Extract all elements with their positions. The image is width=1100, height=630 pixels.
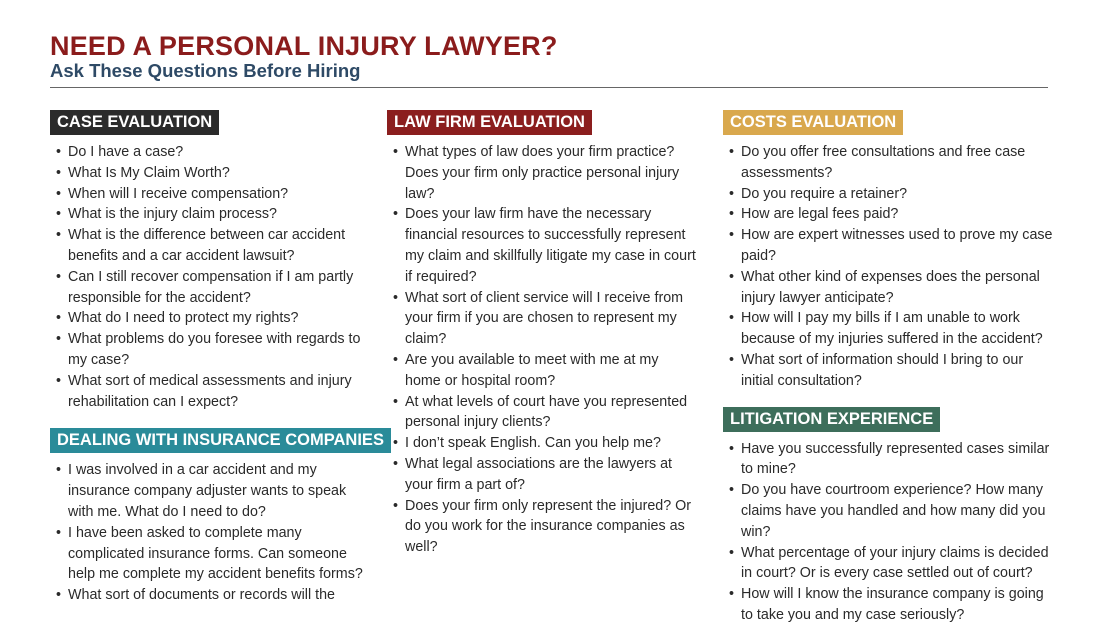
list-item: What is the injury claim process? bbox=[50, 204, 370, 225]
case-evaluation-list: Do I have a case? What Is My Claim Worth… bbox=[50, 142, 370, 412]
list-item: Does your law firm have the necessary fi… bbox=[387, 204, 697, 287]
list-item: How will I pay my bills if I am unable t… bbox=[723, 308, 1053, 350]
column-right: COSTS EVALUATION Do you offer free consu… bbox=[723, 110, 1053, 626]
column-middle: LAW FIRM EVALUATION What types of law do… bbox=[387, 110, 697, 558]
costs-evaluation-heading: COSTS EVALUATION bbox=[723, 110, 904, 135]
list-item: Do you require a retainer? bbox=[723, 184, 1053, 205]
insurance-companies-heading: DEALING WITH INSURANCE COMPANIES bbox=[50, 428, 391, 454]
litigation-experience-list: Have you successfully represented cases … bbox=[723, 439, 1053, 626]
list-item: What sort of medical assessments and inj… bbox=[50, 371, 370, 413]
header-divider bbox=[50, 87, 1048, 88]
list-item: What sort of client service will I recei… bbox=[387, 288, 697, 350]
list-item: How will I know the insurance company is… bbox=[723, 584, 1053, 626]
page-subtitle: Ask These Questions Before Hiring bbox=[50, 60, 361, 81]
insurance-companies-list: I was involved in a car accident and my … bbox=[50, 460, 370, 606]
list-item: What sort of documents or records will t… bbox=[50, 585, 370, 606]
list-item: What Is My Claim Worth? bbox=[50, 163, 370, 184]
column-left: CASE EVALUATION Do I have a case? What I… bbox=[50, 110, 391, 606]
list-item: What sort of information should I bring … bbox=[723, 350, 1053, 392]
list-item: What other kind of expenses does the per… bbox=[723, 267, 1053, 309]
list-item: What types of law does your firm practic… bbox=[387, 142, 697, 204]
list-item: I was involved in a car accident and my … bbox=[50, 460, 370, 522]
list-item: Does your firm only represent the injure… bbox=[387, 496, 697, 558]
list-item: I have been asked to complete many compl… bbox=[50, 523, 370, 585]
list-item: What legal associations are the lawyers … bbox=[387, 454, 697, 496]
list-item: Do I have a case? bbox=[50, 142, 370, 163]
page-title: NEED A PERSONAL INJURY LAWYER? bbox=[50, 31, 558, 61]
list-item: What percentage of your injury claims is… bbox=[723, 543, 1053, 585]
litigation-experience-heading: LITIGATION EXPERIENCE bbox=[723, 406, 941, 432]
list-item: What is the difference between car accid… bbox=[50, 225, 370, 267]
list-item: What problems do you foresee with regard… bbox=[50, 329, 370, 371]
law-firm-evaluation-heading: LAW FIRM EVALUATION bbox=[387, 110, 592, 135]
list-item: How are legal fees paid? bbox=[723, 204, 1053, 225]
list-item: I don’t speak English. Can you help me? bbox=[387, 433, 697, 454]
list-item: Have you successfully represented cases … bbox=[723, 439, 1053, 481]
list-item: Do you offer free consultations and free… bbox=[723, 142, 1053, 184]
list-item: When will I receive compensation? bbox=[50, 184, 370, 205]
case-evaluation-heading: CASE EVALUATION bbox=[50, 110, 220, 135]
list-item: Do you have courtroom experience? How ma… bbox=[723, 480, 1053, 542]
list-item: At what levels of court have you represe… bbox=[387, 392, 697, 434]
costs-evaluation-list: Do you offer free consultations and free… bbox=[723, 142, 1053, 392]
list-item: What do I need to protect my rights? bbox=[50, 308, 370, 329]
list-item: Are you available to meet with me at my … bbox=[387, 350, 697, 392]
list-item: How are expert witnesses used to prove m… bbox=[723, 225, 1053, 267]
list-item: Can I still recover compensation if I am… bbox=[50, 267, 370, 309]
law-firm-evaluation-list: What types of law does your firm practic… bbox=[387, 142, 697, 558]
